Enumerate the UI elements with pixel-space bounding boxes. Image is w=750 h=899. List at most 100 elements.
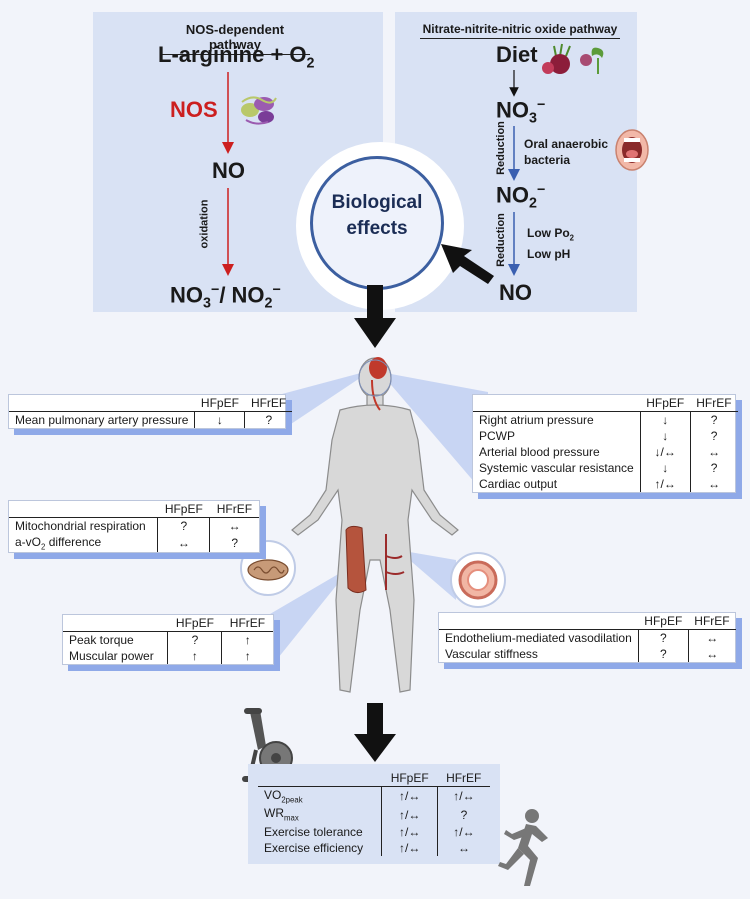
low-ph-line: Low pH (527, 247, 571, 262)
no-product-right: NO (499, 280, 532, 305)
nitrate-pathway-title: Nitrate-nitrite-nitric oxide pathway (420, 22, 620, 39)
no2-text: / NO (219, 282, 265, 308)
nitrate-sub: 3 (529, 110, 537, 127)
row-hfref: ↑ (221, 631, 273, 648)
row-hfref: ↔ (689, 476, 738, 492)
nitrate-sup: − (536, 97, 546, 113)
reactants-text: L-arginine + O (158, 42, 307, 67)
row-hfpef: ? (167, 631, 222, 648)
table-row: Vascular stiffness?↔ (439, 646, 736, 662)
row-hfref: ? (244, 411, 293, 428)
row-hfpef: ↓/↔ (639, 444, 691, 460)
row-label: PCWP (479, 429, 515, 443)
mitochondria-icon (247, 559, 289, 581)
row-hfref: ↑/↔ (436, 786, 490, 806)
table-row: Cardiac output↑/↔↔ (473, 476, 738, 492)
nos-enzyme-icon (236, 90, 280, 133)
diet-label: Diet (496, 42, 538, 67)
vo2-text: VO (264, 788, 282, 802)
hdr-hfpef: HFpEF (157, 501, 210, 518)
reduction-label-1: Reduction (494, 121, 507, 175)
low-po2-line: Low Po2 (527, 225, 574, 246)
vo2-sub: 2peak (281, 795, 303, 805)
table-row: Exercise tolerance↑/↔↑/↔ (258, 823, 490, 840)
table-row: Systemic vascular resistance ↓? (473, 460, 738, 476)
no-product-left: NO (212, 158, 245, 183)
row-hfref: ↔ (689, 444, 738, 460)
row-hfref: ↑/↔ (436, 823, 490, 840)
table-row: Endothelium-mediated vasodilation?↔ (439, 629, 736, 646)
row-hfref: ? (689, 428, 738, 444)
row-label: Muscular power (69, 649, 154, 663)
row-hfpef: ? (637, 646, 689, 662)
table-row: Arterial blood pressure ↓/↔↔ (473, 444, 738, 460)
beam-pulmonary (282, 370, 372, 430)
row-hfref: ? (689, 460, 738, 476)
hdr-hfref: HFrEF (244, 395, 293, 412)
oral-bacteria-note: Oral anaerobic bacteria (524, 136, 608, 168)
table-row: Right atrium pressure↓? (473, 411, 738, 428)
row-label: Systemic vascular resistance (479, 461, 634, 475)
row-label: Arterial blood pressure (479, 445, 600, 459)
row-hfref: ↔ (209, 517, 259, 534)
oxidation-label: oxidation (198, 199, 211, 249)
table-row: Muscular power↑↑ (63, 648, 273, 664)
end-products-label: NO3−/ NO2− (170, 282, 281, 312)
heart-organ (369, 357, 387, 379)
hdr-hfref: HFrEF (209, 501, 259, 518)
avo2-tail: difference (45, 535, 102, 549)
nitrate-text: NO (496, 97, 529, 123)
hdr-hfref: HFrEF (688, 613, 736, 630)
no3-sup: − (210, 282, 220, 298)
reactants-label: L-arginine + O2 (158, 42, 314, 71)
low-po2-text: Low Po (527, 226, 570, 240)
row-label: Exercise tolerance (264, 824, 363, 839)
row-hfpef: ↑ (167, 648, 222, 664)
row-label: Cardiac output (479, 477, 558, 491)
table-row: Exercise efficiency↑/↔↔ (258, 839, 490, 856)
row-label: WRmax (258, 805, 382, 823)
runner-icon (498, 809, 548, 886)
row-label: a-vO2 difference (9, 534, 158, 552)
row-hfpef: ↓ (194, 411, 245, 428)
row-label: Right atrium pressure (473, 411, 641, 428)
human-silhouette (291, 357, 459, 693)
hdr-hfpef: HFpEF (640, 395, 691, 412)
row-hfref: ? (209, 534, 259, 553)
table-row: WRmax↑/↔? (258, 805, 490, 824)
no2-sub: 2 (264, 295, 273, 312)
beetroot-icon (540, 42, 616, 83)
wr-sub: max (284, 813, 299, 823)
nitrate-label: NO3− (496, 97, 545, 127)
nitrite-sub: 2 (529, 195, 537, 212)
thigh-muscle (345, 525, 367, 594)
avo2-text: a-vO (15, 535, 42, 549)
row-hfpef: ↑/↔ (381, 786, 438, 806)
row-label: Mean pulmonary artery pressure (9, 411, 195, 428)
row-label: Endothelium-mediated vasodilation (439, 629, 639, 646)
table-row: PCWP↓? (473, 428, 738, 444)
row-hfref: ↔ (687, 629, 736, 646)
table-row: Mean pulmonary artery pressure ↓ ? (9, 411, 293, 428)
hdr-hfpef: HFpEF (638, 613, 689, 630)
row-hfpef: ? (157, 517, 210, 534)
no3-sub: 3 (203, 295, 211, 312)
row-hfpef: ↑/↔ (381, 805, 438, 824)
row-label: VO2peak (258, 786, 382, 806)
no2-sup: − (272, 282, 281, 298)
mouth-icon (614, 128, 650, 177)
vessel-crosssection-icon (458, 560, 498, 600)
avo2-sub: 2 (41, 542, 46, 552)
vessel-magnifier (450, 552, 506, 608)
hdr-hfref: HFrEF (690, 395, 738, 412)
row-hfpef: ↓ (639, 411, 691, 428)
low-po2-note: Low Po2 Low pH (527, 225, 574, 262)
hdr-hfpef: HFpEF (390, 771, 429, 785)
row-hfpef: ↓ (639, 460, 691, 476)
no3-text: NO (170, 282, 203, 308)
row-label: Peak torque (63, 631, 168, 648)
